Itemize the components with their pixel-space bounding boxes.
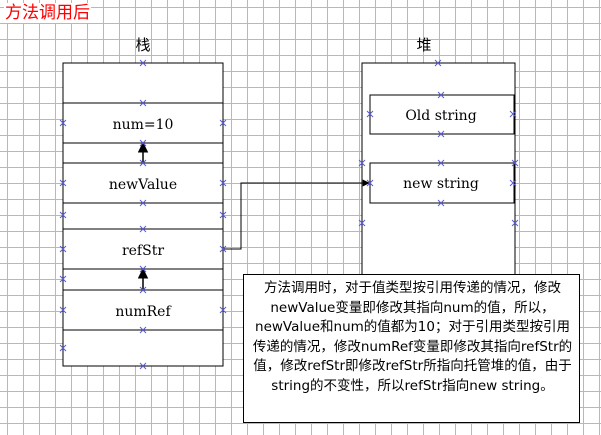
heap-cell-old: Old string xyxy=(405,108,476,124)
explanation-note: 方法调用时，对于值类型按引用传递的情况，修改newValue变量即修改其指向nu… xyxy=(243,274,580,423)
selection-handles xyxy=(59,59,519,370)
diagram-title: 方法调用后 xyxy=(4,3,91,23)
stack-cell-numref: numRef xyxy=(115,304,172,320)
heap-label: 堆 xyxy=(416,36,431,54)
arrow-refstr-to-new-string xyxy=(223,179,370,250)
stack-container xyxy=(62,62,224,367)
stack-cell-num: num=10 xyxy=(113,117,174,133)
stack-cell-refstr: refStr xyxy=(122,243,164,259)
heap-cell-new: new string xyxy=(403,176,479,192)
heap-cell-new-box xyxy=(369,162,515,204)
stack-cell-newvalue: newValue xyxy=(109,177,177,193)
stack-label: 栈 xyxy=(135,36,150,54)
